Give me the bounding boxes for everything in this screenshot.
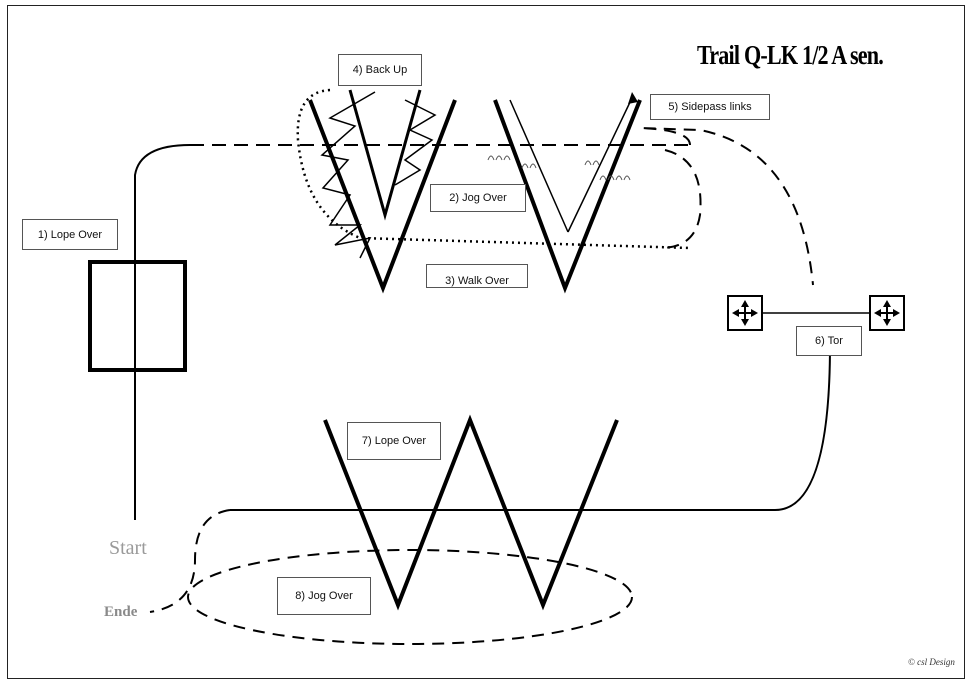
- sidepass-arrow-head: [628, 92, 638, 104]
- back-up-zigzag-right: [394, 99, 437, 186]
- label-lope-over-1: 1) Lope Over: [22, 219, 118, 250]
- jog-over-ellipse: [187, 549, 633, 645]
- hoof-prints-left: [487, 155, 537, 169]
- label-jog-over-2: 2) Jog Over: [430, 184, 526, 212]
- route-dashed-right: [639, 127, 814, 286]
- back-up-zigzag: [320, 91, 376, 259]
- route-dashed-end: [149, 509, 231, 613]
- v-obstacle-left-inner: [348, 89, 422, 221]
- lope-over-box: [88, 260, 187, 372]
- diagram-title: Trail Q-LK 1/2 A sen.: [697, 40, 884, 70]
- route-solid-right: [230, 344, 831, 511]
- start-label: Start: [109, 537, 147, 559]
- route-solid-start: [134, 144, 191, 520]
- hoof-prints-right: [584, 160, 631, 181]
- label-walk-over-3: 3) Walk Over: [426, 264, 528, 288]
- end-label: Ende: [104, 604, 138, 620]
- gate-post-right-icon: [869, 295, 905, 331]
- route-dashed-loop-right: [659, 149, 702, 249]
- sidepass-guide-right: [567, 97, 633, 233]
- label-tor-6: 6) Tor: [796, 326, 862, 356]
- walkover-dotted-path: [296, 88, 691, 250]
- sidepass-guide-left: [509, 99, 569, 233]
- label-sidepass-5: 5) Sidepass links: [650, 94, 770, 120]
- label-jog-over-8: 8) Jog Over: [277, 577, 371, 615]
- v-obstacle-right: [493, 99, 642, 294]
- diagram-frame: [7, 5, 965, 679]
- w-obstacle: [323, 414, 619, 611]
- credit-text: © csl Design: [908, 657, 955, 667]
- label-back-up-4: 4) Back Up: [338, 54, 422, 86]
- v-obstacle-left: [308, 99, 457, 294]
- label-lope-over-7: 7) Lope Over: [347, 422, 441, 460]
- gate-post-left-icon: [727, 295, 763, 331]
